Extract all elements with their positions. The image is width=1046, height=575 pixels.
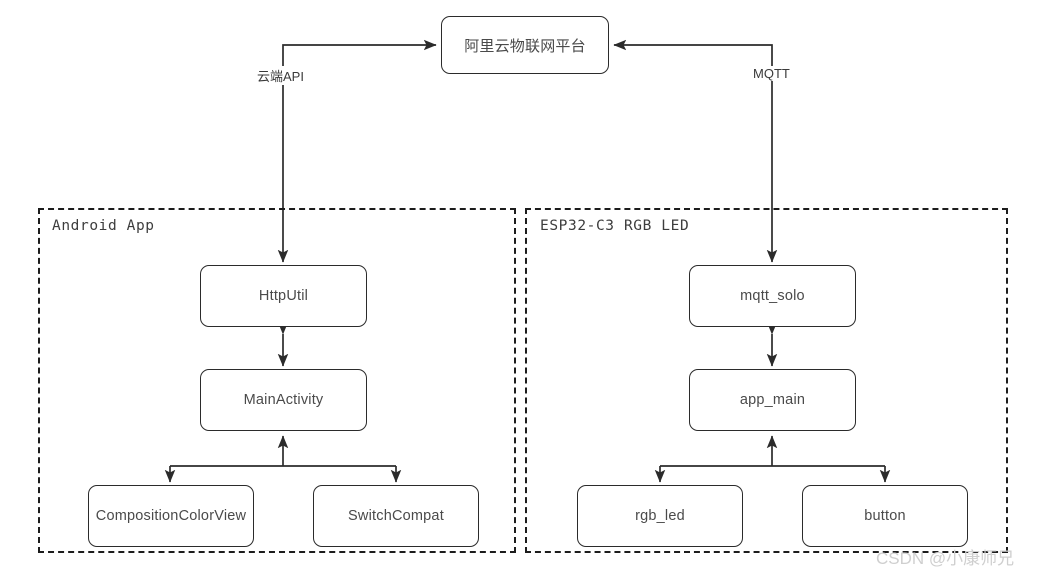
group-android-app xyxy=(38,208,516,553)
node-app-main[interactable]: app_main xyxy=(689,369,856,431)
edge-label-mqtt: MQTT xyxy=(752,66,791,81)
node-label: HttpUtil xyxy=(258,288,309,304)
node-httputil[interactable]: HttpUtil xyxy=(200,265,367,327)
node-rgb-led[interactable]: rgb_led xyxy=(577,485,743,547)
node-label: 阿里云物联网平台 xyxy=(464,37,586,55)
node-label: CompositionColorView xyxy=(95,508,247,524)
node-label: button xyxy=(864,508,906,524)
watermark: CSDN @小康师兄 xyxy=(876,549,1015,568)
node-label: rgb_led xyxy=(635,508,685,524)
group-esp32-c3-rgb-led xyxy=(525,208,1008,553)
group-title-esp32-c3-rgb-led: ESP32-C3 RGB LED xyxy=(540,218,690,234)
node-compositioncolorview[interactable]: CompositionColorView xyxy=(88,485,254,547)
edge-mqtt-to-platform xyxy=(613,39,773,72)
node-mainactivity[interactable]: MainActivity xyxy=(200,369,367,431)
group-title-android-app: Android App xyxy=(52,218,155,234)
node-mqtt-solo[interactable]: mqtt_solo xyxy=(689,265,856,327)
node-label: SwitchCompat xyxy=(348,508,444,524)
node-label: mqtt_solo xyxy=(740,288,805,304)
node-button[interactable]: button xyxy=(802,485,968,547)
node-switchcompat[interactable]: SwitchCompat xyxy=(313,485,479,547)
edge-label-cloud-api: 云端API xyxy=(256,66,305,85)
node-aliyun-iot-platform[interactable]: 阿里云物联网平台 xyxy=(441,16,609,74)
node-label: app_main xyxy=(739,392,806,408)
edge-cloud-api-to-platform xyxy=(282,39,437,72)
node-label: MainActivity xyxy=(243,392,324,408)
